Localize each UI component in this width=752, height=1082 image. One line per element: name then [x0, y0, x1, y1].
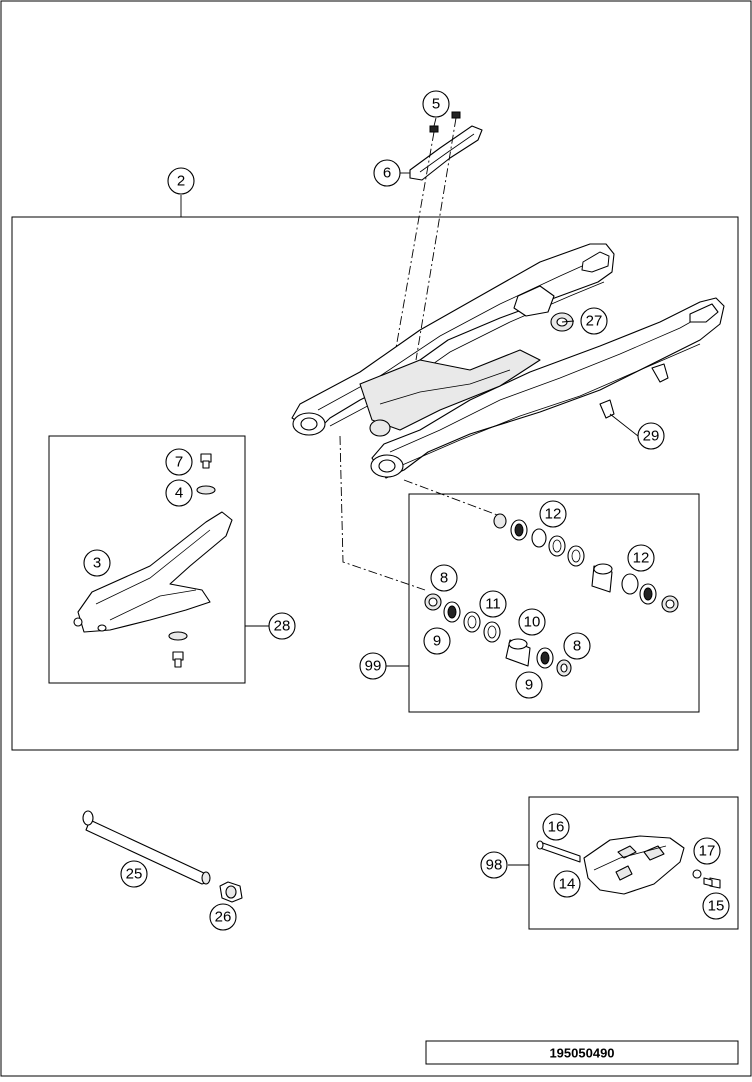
swingarm [291, 243, 725, 479]
svg-text:26: 26 [215, 909, 232, 926]
callout-25: 25 [120, 860, 148, 888]
callout-27: 27 [580, 307, 608, 335]
screw-16 [536, 840, 581, 863]
chain-guide-kit-box [528, 796, 739, 930]
callout-11: 11 [479, 590, 507, 618]
callout-4: 4 [165, 479, 193, 507]
diagram-number: 195050490 [549, 1046, 614, 1061]
svg-text:12: 12 [545, 506, 562, 523]
callout-29: 29 [637, 422, 665, 450]
slider-washer [168, 631, 188, 641]
guide-line [395, 131, 435, 349]
svg-text:28: 28 [274, 618, 291, 635]
guide-line [415, 117, 457, 361]
diagram-number-box: 195050490 [425, 1040, 739, 1065]
washer-17 [692, 869, 702, 879]
callout-5: 5 [422, 90, 450, 118]
callout-8-lower: 8 [563, 632, 591, 660]
screw-15 [703, 877, 721, 889]
chain-slider [73, 511, 233, 633]
callout-6: 6 [373, 159, 401, 187]
svg-text:5: 5 [432, 96, 440, 113]
svg-text:14: 14 [559, 876, 576, 893]
svg-text:4: 4 [175, 485, 183, 502]
guide-line [339, 435, 426, 591]
svg-text:7: 7 [175, 454, 183, 471]
callout-17: 17 [693, 837, 721, 865]
svg-text:98: 98 [486, 857, 503, 874]
svg-text:16: 16 [548, 819, 565, 836]
svg-text:11: 11 [485, 596, 501, 613]
svg-text:29: 29 [643, 428, 660, 445]
callout-3: 3 [83, 549, 111, 577]
callout-14: 14 [553, 870, 581, 898]
screw-5a [429, 125, 439, 133]
svg-text:8: 8 [573, 638, 581, 655]
chain-guard-part-6 [409, 125, 483, 181]
callout-12-upper: 12 [539, 500, 567, 528]
callout-8-upper: 8 [430, 564, 458, 592]
svg-text:17: 17 [699, 843, 716, 860]
callout-2: 2 [167, 167, 195, 195]
svg-text:6: 6 [383, 165, 391, 182]
svg-text:9: 9 [433, 633, 441, 650]
svg-text:25: 25 [126, 866, 143, 883]
swingarm-assembly-box [11, 216, 739, 751]
washer-4 [196, 485, 216, 495]
guide-line [403, 479, 501, 517]
svg-text:2: 2 [177, 173, 185, 190]
svg-text:99: 99 [365, 658, 382, 675]
callout-7: 7 [165, 448, 193, 476]
bearing-kit-parts [424, 513, 679, 677]
slider-screw [172, 651, 184, 668]
svg-text:12: 12 [633, 550, 650, 567]
callout-99: 99 [359, 652, 387, 680]
callout-26: 26 [209, 903, 237, 931]
callout-12-lower: 12 [627, 544, 655, 572]
slider-screw-7 [200, 453, 212, 469]
chain-slider-kit-box [48, 435, 246, 684]
leader-lines [180, 117, 639, 866]
screw-5b [451, 111, 461, 119]
callout-9-upper: 9 [423, 627, 451, 655]
svg-text:9: 9 [525, 677, 533, 694]
callout-98: 98 [480, 851, 508, 879]
callout-28: 28 [268, 612, 296, 640]
axle [82, 810, 211, 885]
callout-15: 15 [702, 892, 730, 920]
svg-text:27: 27 [586, 313, 603, 330]
callout-16: 16 [542, 813, 570, 841]
svg-text:8: 8 [440, 570, 448, 587]
svg-text:10: 10 [524, 614, 541, 631]
svg-text:15: 15 [708, 898, 725, 915]
chain-guide [583, 835, 685, 895]
callout-10: 10 [518, 608, 546, 636]
callout-9-lower: 9 [515, 671, 543, 699]
svg-text:3: 3 [93, 555, 101, 572]
axle-nut [219, 881, 243, 903]
bearing-kit-box [408, 493, 700, 713]
